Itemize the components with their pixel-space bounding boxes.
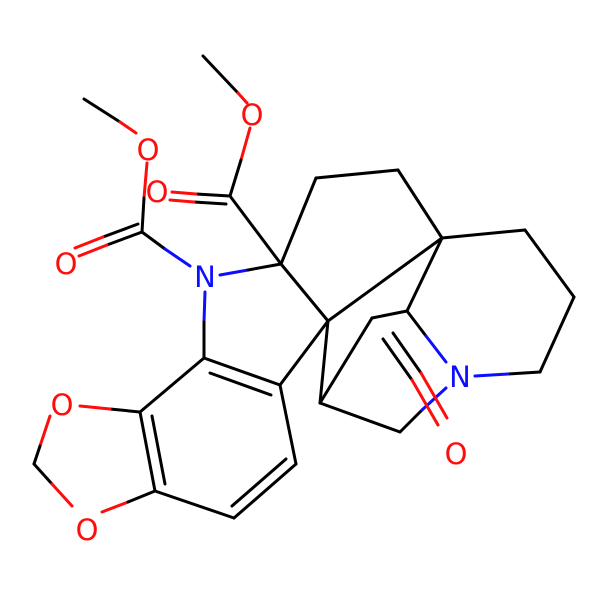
bond-group [32, 54, 576, 520]
bond [218, 268, 250, 277]
bond [140, 230, 167, 251]
bond [118, 120, 138, 135]
bond [108, 407, 142, 414]
bond [194, 192, 232, 198]
atom-label-oxygen: O [76, 513, 99, 547]
atom-label-nitrogen: N [449, 360, 471, 394]
bond [105, 230, 144, 247]
bond [138, 356, 206, 414]
bond [163, 247, 192, 268]
bond [314, 168, 400, 180]
bond [101, 222, 140, 239]
bond [318, 316, 374, 405]
bond [202, 290, 207, 324]
bond [278, 319, 330, 387]
bond [419, 371, 449, 420]
bond [100, 500, 130, 514]
bond [168, 198, 196, 204]
bond [246, 262, 283, 272]
atom-label-oxygen: O [445, 437, 468, 471]
bond [32, 444, 42, 466]
atom-label-oxygen: O [51, 388, 74, 422]
bond [236, 91, 249, 105]
bond [170, 190, 198, 196]
atom-label-oxygen: O [146, 175, 169, 209]
bond [279, 176, 318, 266]
bond [318, 319, 330, 405]
bond [228, 194, 283, 266]
bond [318, 401, 402, 434]
bond [473, 372, 510, 378]
bond [82, 97, 122, 124]
bond [228, 158, 243, 198]
bond [202, 356, 282, 387]
bond [208, 371, 273, 397]
bond [239, 126, 252, 162]
bond [506, 370, 542, 376]
bond [38, 414, 52, 448]
atom-label-oxygen: O [241, 98, 264, 132]
bond [405, 309, 428, 338]
bond [77, 243, 109, 258]
bond [78, 404, 112, 411]
bond [32, 462, 54, 486]
bond [126, 489, 157, 504]
bond [201, 54, 240, 95]
atom-labels: O O O O N N O O O [51, 98, 471, 547]
bond [396, 168, 444, 240]
bond [381, 337, 414, 382]
bond [73, 235, 105, 250]
atom-label-oxygen: O [137, 133, 160, 167]
bond [538, 295, 576, 374]
bond [370, 309, 409, 320]
bond [410, 378, 440, 427]
bond [192, 200, 228, 206]
bond [398, 408, 424, 434]
bond [391, 331, 423, 375]
bond [150, 414, 167, 486]
bond [142, 161, 149, 200]
bond [278, 383, 298, 466]
bond [230, 457, 288, 508]
bond [279, 262, 330, 323]
atom-label-oxygen: O [55, 247, 78, 281]
atom-label-nitrogen: N [194, 260, 216, 294]
bond [140, 196, 146, 234]
bond [440, 228, 527, 240]
bond [523, 228, 576, 299]
bond [326, 236, 444, 323]
bond [153, 489, 236, 520]
bond [424, 334, 448, 364]
bond [138, 410, 157, 493]
bond [405, 236, 444, 313]
bond [232, 462, 298, 520]
bond [50, 482, 74, 508]
